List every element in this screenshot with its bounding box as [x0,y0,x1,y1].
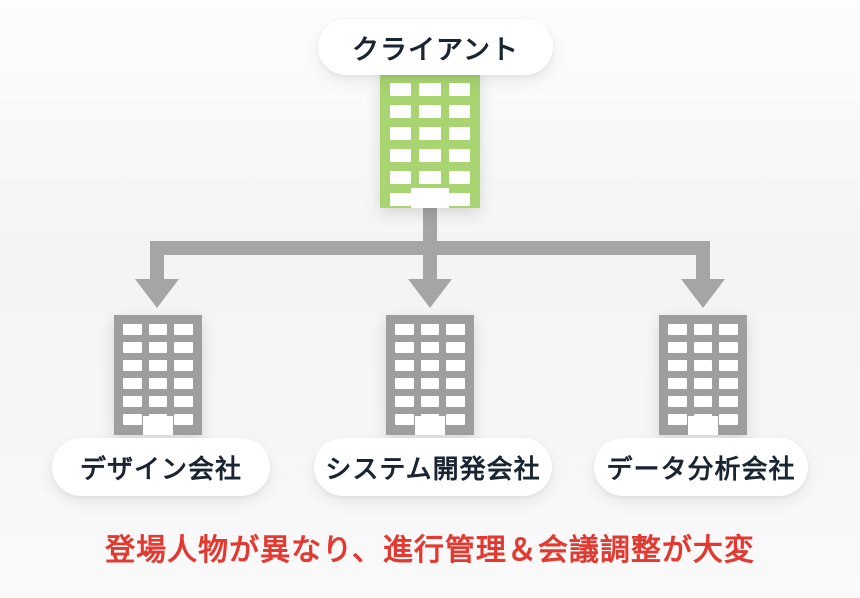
window [390,171,412,184]
window [174,360,193,371]
company-label: デザイン会社 [79,454,242,485]
connector-horizontal-bar [150,241,710,255]
window [448,171,470,184]
client-office-building-icon [380,72,480,208]
window [446,378,465,389]
window [395,414,414,425]
window [174,414,193,425]
window [419,171,441,184]
building-door [415,416,445,435]
window [719,360,738,371]
window [148,324,168,335]
window [668,342,687,353]
arrow-down-icon [408,279,452,308]
window [693,342,713,353]
company-office-building-icon [659,315,747,435]
window [448,149,470,162]
client-label: クライアント [352,34,519,66]
arrow-down-icon [135,279,179,308]
window [390,149,412,162]
window [668,360,687,371]
window [148,360,168,371]
window [123,360,142,371]
building-windows [123,324,193,425]
building-door [143,416,173,435]
window [446,414,465,425]
connector-stem [423,206,437,242]
building-windows [395,324,465,425]
building-door [411,188,449,208]
window [446,396,465,407]
window [419,127,441,140]
window [420,396,440,407]
window [693,396,713,407]
window [390,83,412,96]
window [693,360,713,371]
company-office-building-icon [386,315,474,435]
window [719,396,738,407]
window [123,396,142,407]
window [148,342,168,353]
window [390,127,412,140]
window [446,342,465,353]
window [446,324,465,335]
client-label-pill: クライアント [318,19,553,75]
window [123,414,142,425]
window [420,342,440,353]
window [395,324,414,335]
connector-drop-right [696,253,710,280]
window [174,378,193,389]
window [390,193,412,206]
building-windows [668,324,738,425]
window [420,324,440,335]
window [395,396,414,407]
window [148,378,168,389]
window [668,414,687,425]
company-label-pill: データ分析会社 [594,438,808,496]
window [174,324,193,335]
window [395,342,414,353]
window [448,83,470,96]
window [668,324,687,335]
window [448,127,470,140]
window [719,324,738,335]
window [719,414,738,425]
building-door [688,416,718,435]
window [719,378,738,389]
window [123,342,142,353]
window [420,360,440,371]
window [390,105,412,118]
window [668,378,687,389]
window [668,396,687,407]
company-office-building-icon [114,315,202,435]
window [395,360,414,371]
company-label-pill: システム開発会社 [314,438,552,496]
window [395,378,414,389]
window [174,396,193,407]
company-label: システム開発会社 [325,454,541,485]
arrow-down-icon [681,279,725,308]
window [123,378,142,389]
window [693,378,713,389]
window [719,342,738,353]
window [419,83,441,96]
window [148,396,168,407]
window [419,149,441,162]
building-windows [390,83,470,206]
window [448,105,470,118]
window [693,324,713,335]
company-label-pill: デザイン会社 [52,438,270,496]
window [174,342,193,353]
window [123,324,142,335]
connector-drop-middle [423,253,437,280]
company-label: データ分析会社 [606,454,796,485]
window [448,193,470,206]
window [420,378,440,389]
caption-text: 登場人物が異なり、進行管理＆会議調整が大変 [105,533,755,568]
window [446,360,465,371]
connector-drop-left [150,253,164,280]
window [419,105,441,118]
